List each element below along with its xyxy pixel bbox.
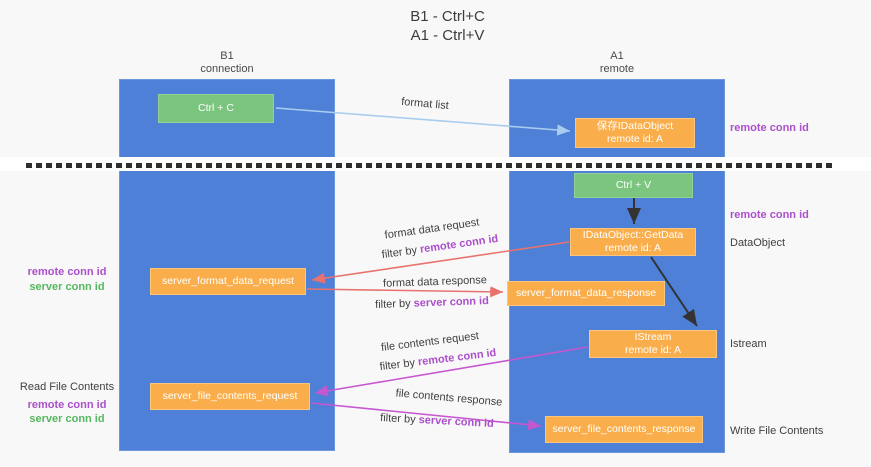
label-remote-conn-id-top-right: remote conn id [730,122,809,134]
node-server-file-contents-request: server_file_contents_request [150,383,310,410]
node-server-file-contents-response-label: server_file_contents_response [552,423,696,435]
node-server-format-data-response: server_format_data_response [507,281,665,306]
filter-highlight: remote conn id [417,346,497,369]
label-read-file-contents: Read File Contents [19,381,115,393]
node-ctrl-v-label: Ctrl + V [615,179,652,191]
label-filter-by-server-conn-id-1: filter by server conn id [347,294,517,312]
filter-highlight: remote conn id [419,232,499,256]
lifeline-left-role: connection [200,62,254,75]
label-server-conn-id-left-2: server conn id [29,413,105,425]
label-filter-by-server-conn-id-2: filter by server conn id [352,411,522,432]
diagram-title: B1 - Ctrl+C A1 - Ctrl+V [12,7,871,45]
node-server-format-data-response-label: server_format_data_response [515,287,657,299]
label-remote-conn-id-mid-right: remote conn id [730,209,809,221]
title-line-1: B1 - Ctrl+C [410,8,485,25]
label-remote-conn-id-left-2: remote conn id [27,399,107,411]
lifeline-left-name: B1 [220,50,234,62]
label-remote-conn-id-left-1: remote conn id [27,266,107,278]
filter-prefix: filter by [379,412,419,427]
filter-prefix: filter by [379,356,419,374]
lifeline-left-header: B1 connection [119,50,335,75]
node-server-format-data-request-label: server_format_data_request [162,275,294,287]
node-istream-line1: IStream [634,331,672,343]
node-ctrl-c: Ctrl + C [158,94,274,123]
node-ctrl-v: Ctrl + V [574,173,693,198]
label-format-data-response: format data response [382,274,488,290]
node-server-format-data-request: server_format_data_request [150,268,306,295]
filter-prefix: filter by [374,297,414,311]
node-save-dataobject-line1: 保存IDataObject [596,120,674,132]
label-dataobject: DataObject [730,237,786,249]
node-ctrl-c-label: Ctrl + C [198,102,234,114]
arrow-format-data-response [306,286,504,298]
node-server-file-contents-response: server_file_contents_response [545,416,703,443]
filter-highlight: server conn id [418,414,495,430]
label-server-conn-id-left-1: server conn id [29,281,105,293]
node-server-file-contents-request-label: server_file_contents_request [162,390,298,402]
filter-highlight: server conn id [413,295,490,310]
label-istream: Istream [730,338,767,350]
title-line-2: A1 - Ctrl+V [410,27,485,44]
node-getdata-line1: IDataObject::GetData [582,229,684,241]
node-save-dataobject: 保存IDataObject remote id: A [575,118,695,148]
lifeline-right-header: A1 remote [509,50,725,75]
label-format-list: format list [400,95,450,113]
node-idataobject-getdata: IDataObject::GetData remote id: A [570,228,696,256]
node-istream-line2: remote id: A [624,344,682,356]
node-istream: IStream remote id: A [589,330,717,358]
node-getdata-line2: remote id: A [604,242,662,254]
label-write-file-contents: Write File Contents [730,425,824,437]
node-save-dataobject-line2: remote id: A [606,133,664,145]
filter-prefix: filter by [381,243,421,262]
dashed-separator [26,163,833,168]
lifeline-right-name: A1 [610,50,624,62]
lifeline-right-role: remote [599,62,635,75]
